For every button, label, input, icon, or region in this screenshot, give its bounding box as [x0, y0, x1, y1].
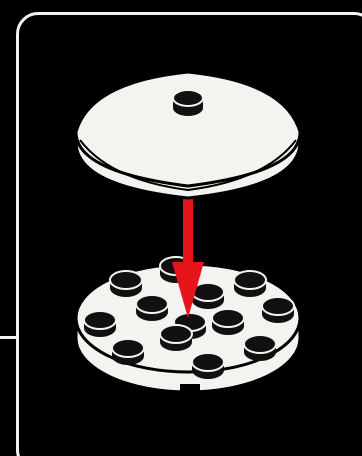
stud — [212, 309, 244, 335]
stud — [192, 353, 224, 379]
stud — [244, 335, 276, 361]
stud — [136, 295, 168, 321]
stud — [84, 311, 116, 337]
stud — [234, 271, 266, 297]
dish-cap-icon — [76, 72, 300, 198]
stud — [110, 271, 142, 297]
cap-knob — [173, 90, 203, 116]
stud — [112, 339, 144, 365]
stud — [262, 297, 294, 323]
stud — [160, 325, 192, 351]
